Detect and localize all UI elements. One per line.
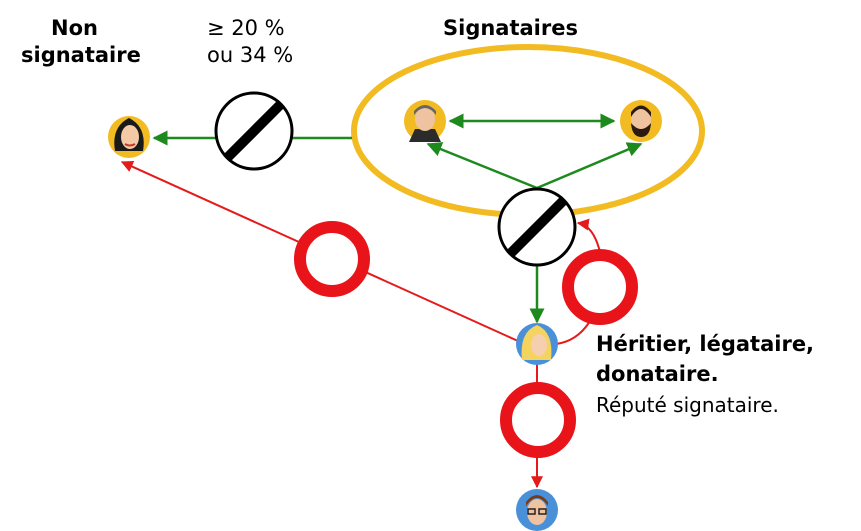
repute-signataire-label: Réputé signataire. [596,393,779,417]
arrow-to-signatory-1 [426,142,538,190]
successor-avatar-icon [516,489,558,531]
arrow-to-signatory-2 [536,142,643,190]
threshold-label-line2: ou 34 % [207,43,294,67]
no-entry-sign-icon-left [214,91,294,171]
red-ring-sign-icon-right [562,249,638,325]
non-signatory-avatar-icon [108,116,150,158]
no-entry-sign-icon-center [497,187,577,267]
heir-avatar-icon [516,323,558,365]
heritier-label-line1: Héritier, légataire, [596,332,815,356]
signatory-2-avatar-icon [620,100,662,142]
signatory-1-avatar-icon [404,100,446,142]
red-ring-sign-icon-left [294,221,370,297]
threshold-label-line1: ≥ 20 % [207,16,285,40]
non-signataire-label-line2: signataire [21,43,141,67]
red-ring-sign-icon-bottom [500,382,576,458]
signataires-label: Signataires [443,16,578,40]
non-signataire-label-line1: Non [51,16,98,40]
heritier-label-line2: donataire. [596,362,719,386]
